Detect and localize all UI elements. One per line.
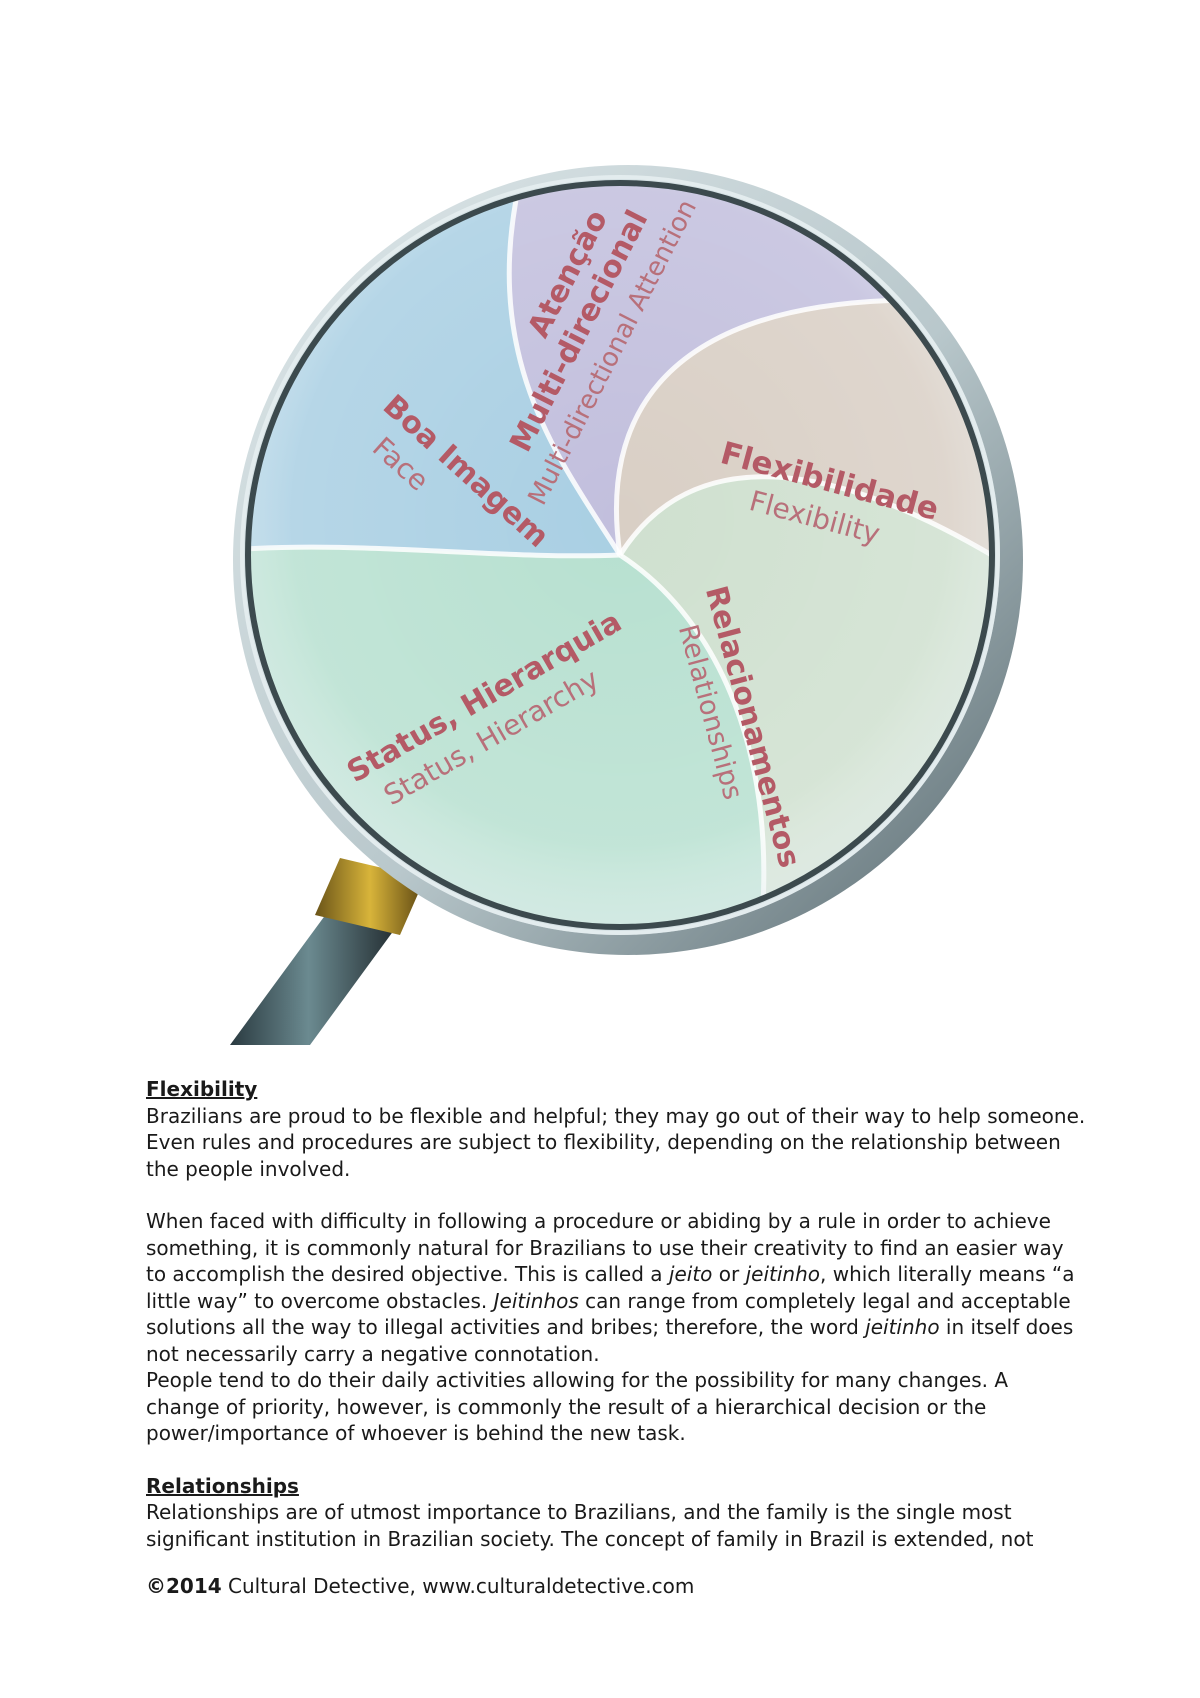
- flexibility-paragraph-1: Brazilians are proud to be flexible and …: [146, 1103, 1086, 1181]
- term-jeitinho-2: jeitinho: [865, 1315, 940, 1339]
- document-body: Flexibility Brazilians are proud to be f…: [146, 1076, 1086, 1552]
- term-jeito: jeito: [668, 1262, 713, 1286]
- heading-relationships: Relationships: [146, 1473, 299, 1498]
- magnifying-glass-graphic: Boa Imagem Face Atenção Multi-direcional…: [230, 165, 1023, 1045]
- heading-flexibility: Flexibility: [146, 1077, 258, 1101]
- footer-copyright: ©2014: [146, 1574, 222, 1598]
- footer-text: Cultural Detective, www.culturaldetectiv…: [221, 1574, 695, 1598]
- footer: ©2014 Cultural Detective, www.culturalde…: [146, 1574, 694, 1598]
- relationships-paragraph-1: Relationships are of utmost importance t…: [146, 1500, 1034, 1551]
- handle: [230, 858, 425, 1045]
- term-jeitinho: jeitinho: [745, 1262, 820, 1286]
- flexibility-paragraph-2: When faced with difficulty in following …: [146, 1209, 1075, 1366]
- term-jeitinhos: Jeitinhos: [493, 1288, 579, 1313]
- flexibility-paragraph-3: People tend to do their daily activities…: [146, 1368, 1009, 1445]
